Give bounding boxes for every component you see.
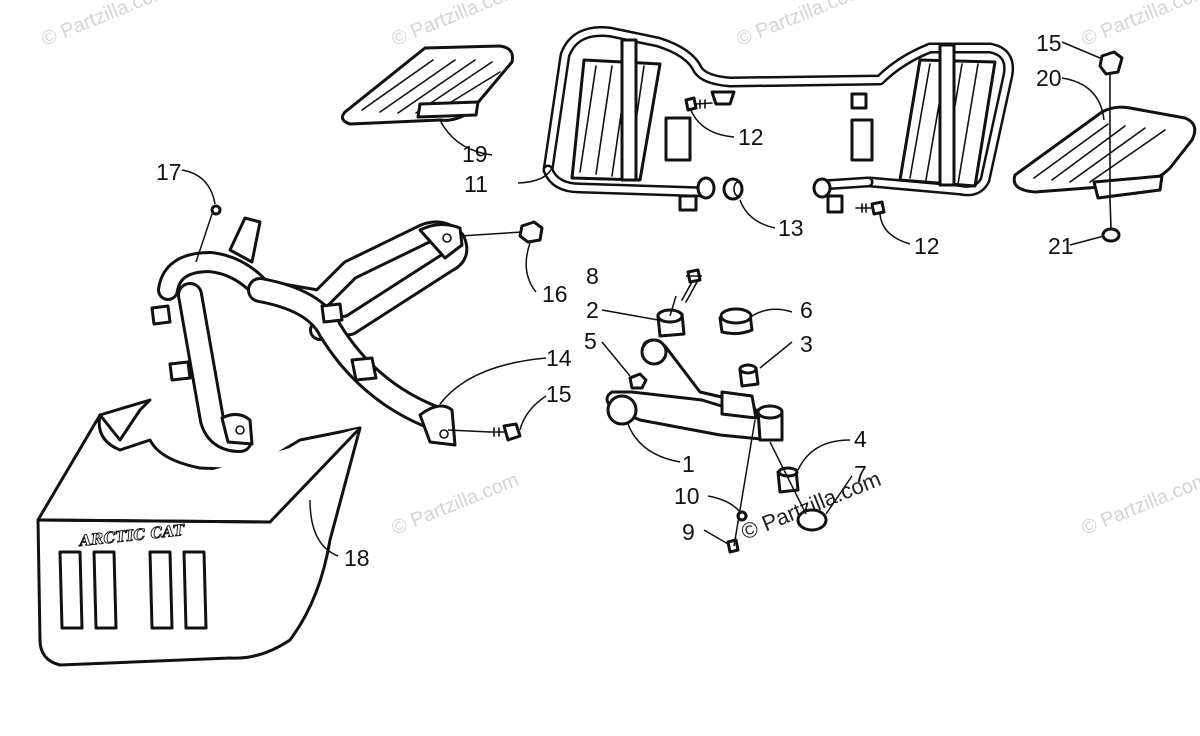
part-17-screw bbox=[210, 204, 222, 216]
callout-1: 1 bbox=[682, 451, 695, 477]
watermark-2: © Partzilla.com bbox=[389, 0, 522, 51]
part-12-bolt-lower bbox=[855, 200, 886, 216]
callout-12-upper: 12 bbox=[738, 124, 764, 150]
part-5-nut bbox=[628, 372, 648, 390]
callout-17: 17 bbox=[156, 159, 182, 185]
callout-13: 13 bbox=[778, 215, 804, 241]
part-21-nut bbox=[1101, 199, 1121, 243]
callout-20: 20 bbox=[1036, 65, 1062, 91]
callouts: 1 2 3 4 5 6 7 8 9 10 11 12 12 13 14 15 1… bbox=[156, 30, 1074, 571]
part-18-front-guard: ARCTIC CAT bbox=[36, 398, 362, 667]
callout-12-lower: 12 bbox=[914, 233, 940, 259]
part-2-bushing bbox=[656, 308, 686, 338]
watermark-3: © Partzilla.com bbox=[734, 0, 867, 51]
part-6-cap bbox=[718, 307, 754, 336]
callout-7: 7 bbox=[854, 461, 867, 487]
part-7-cap bbox=[796, 508, 828, 532]
callout-15-center: 15 bbox=[546, 381, 572, 407]
part-4-bushing bbox=[776, 466, 800, 494]
part-14-bumper bbox=[150, 216, 469, 453]
part-8-bolt bbox=[681, 268, 702, 303]
leader-lines bbox=[181, 41, 1105, 557]
part-11-rack bbox=[542, 25, 1015, 214]
callout-19: 19 bbox=[462, 141, 488, 167]
callout-4: 4 bbox=[854, 426, 867, 452]
callout-21: 21 bbox=[1048, 233, 1074, 259]
part-20-foot-pad-right bbox=[1012, 105, 1197, 200]
watermark-4: © Partzilla.com bbox=[1079, 0, 1200, 51]
watermark-6: © Partzilla.com bbox=[389, 469, 522, 540]
callout-18: 18 bbox=[344, 545, 370, 571]
callout-10: 10 bbox=[674, 483, 700, 509]
part-16-cap bbox=[518, 220, 544, 244]
part-1-a-arm bbox=[605, 338, 784, 442]
callout-11: 11 bbox=[464, 171, 488, 197]
callout-2: 2 bbox=[586, 297, 599, 323]
watermark-7: © Partzilla.com bbox=[1079, 469, 1200, 540]
part-3-bushing bbox=[738, 363, 760, 388]
part-9-fitting bbox=[726, 538, 740, 554]
callout-8: 8 bbox=[586, 263, 599, 289]
callout-14: 14 bbox=[546, 345, 572, 371]
callout-5: 5 bbox=[584, 328, 597, 354]
callout-9: 9 bbox=[682, 519, 695, 545]
part-13-cap bbox=[722, 177, 744, 201]
part-19-foot-pad-left bbox=[340, 44, 514, 126]
callout-16: 16 bbox=[542, 281, 568, 307]
callout-6: 6 bbox=[800, 297, 813, 323]
watermark-1: © Partzilla.com bbox=[39, 0, 172, 51]
callout-3: 3 bbox=[800, 331, 813, 357]
callout-15-right: 15 bbox=[1036, 30, 1062, 56]
part-15-bolt-center bbox=[489, 422, 522, 442]
part-15-bolt-upper bbox=[1098, 50, 1124, 201]
part-12-bolt-upper bbox=[684, 96, 713, 112]
